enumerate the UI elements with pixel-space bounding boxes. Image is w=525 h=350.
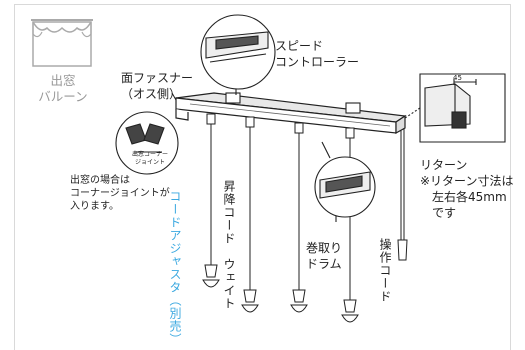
return-label: リターン ※リターン寸法は 左右各45mm です [420, 158, 514, 220]
lift-cord-label: 昇降コード [222, 180, 236, 245]
weight-label: ウェイト [222, 258, 236, 310]
cord-adjuster-label: コードアジャスタ（別売） [168, 190, 182, 346]
diagram-frame [14, 4, 511, 350]
speed-controller-zoom [200, 14, 276, 95]
corner-joint-zoom [115, 111, 179, 175]
return-dimension: 45 [453, 74, 462, 82]
badge-line-1: 出窓 [50, 73, 76, 88]
operation-cord [397, 128, 408, 261]
operation-cord-label: 操作コード [378, 238, 392, 303]
brackets [225, 92, 361, 114]
speed-controller-label: スピード コントローラー [275, 39, 360, 69]
corner-joint-inset-label: 出窓コーナー ジョイント [132, 151, 169, 166]
badge-line-2: バルーン [38, 89, 88, 104]
corner-note: 出窓の場合は コーナージョイントが 入ります。 [70, 175, 170, 212]
weights [202, 264, 359, 323]
drum-zoom [314, 141, 376, 222]
return-zoom [404, 73, 506, 143]
drum-label: 巻取り ドラム [306, 241, 343, 271]
rail [175, 92, 407, 135]
balloon-curtain-icon [31, 19, 93, 67]
balloon-badge-label: 出窓 バルーン [30, 73, 96, 105]
velcro-label: 面ファスナー （オス側） [121, 71, 194, 101]
